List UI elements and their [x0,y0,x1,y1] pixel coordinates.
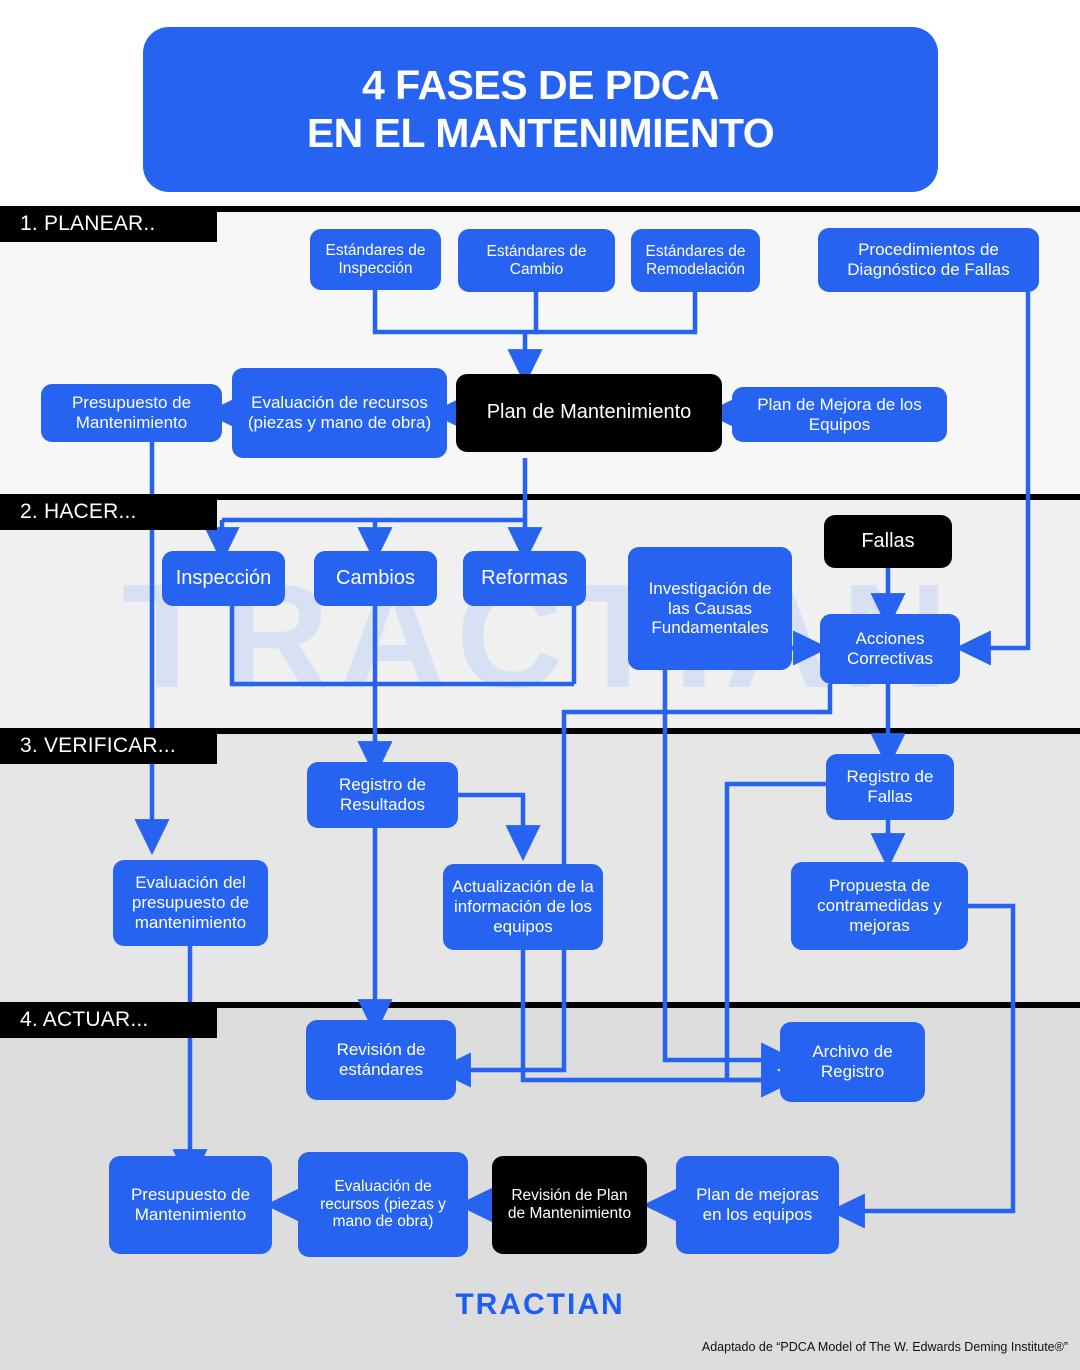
phase-tag-hacer: 2. HACER... [0,494,217,530]
node-cambios[interactable]: Cambios [314,551,437,606]
node-revision-plan-mantenimiento[interactable]: Revisión de Plan de Mantenimiento [492,1156,647,1254]
footer [0,1285,1080,1370]
title-banner: 4 FASES DE PDCA EN EL MANTENIMIENTO [143,27,938,192]
node-estandares-remodelacion[interactable]: Estándares de Remodelación [631,229,760,292]
node-revision-estandares[interactable]: Revisión de estándares [306,1020,456,1100]
node-estandares-inspeccion[interactable]: Estándares de Inspección [310,229,441,290]
node-archivo-registro[interactable]: Archivo de Registro [780,1022,925,1102]
node-plan-mejora-equipos[interactable]: Plan de Mejora de los Equipos [732,387,947,442]
phase-tag-planear: 1. PLANEAR.. [0,206,217,242]
node-investigacion-causas[interactable]: Investigación de las Causas Fundamentale… [628,547,792,670]
phase-divider-3 [0,728,1080,734]
node-actualizacion-informacion[interactable]: Actualización de la información de los e… [443,864,603,950]
node-procedimientos-diagnostico[interactable]: Procedimientos de Diagnóstico de Fallas [818,228,1039,292]
node-registro-resultados[interactable]: Registro de Resultados [307,762,458,828]
phase-divider-2 [0,494,1080,500]
phase-tag-actuar: 4. ACTUAR... [0,1002,217,1038]
tractian-logo: TRACTIAN [455,1288,625,1321]
node-evaluacion-presupuesto[interactable]: Evaluación del presupuesto de mantenimie… [113,860,268,946]
node-fallas[interactable]: Fallas [824,515,952,568]
phase-tag-verificar: 3. VERIFICAR... [0,728,217,764]
node-estandares-cambio[interactable]: Estándares de Cambio [458,229,615,292]
node-registro-fallas[interactable]: Registro de Fallas [826,754,954,820]
title-line-1: 4 FASES DE PDCA [361,61,720,108]
node-propuesta-contramedidas[interactable]: Propuesta de contramedidas y mejoras [791,862,968,950]
node-plan-mejoras-equipos-2[interactable]: Plan de mejoras en los equipos [676,1156,839,1254]
phase-divider-1 [0,206,1080,212]
title-line-2: EN EL MANTENIMIENTO [306,109,775,156]
node-presupuesto-mantenimiento[interactable]: Presupuesto de Mantenimiento [41,384,222,442]
node-inspeccion[interactable]: Inspección [162,551,285,606]
node-evaluacion-recursos[interactable]: Evaluación de recursos (piezas y mano de… [232,368,447,458]
node-reformas[interactable]: Reformas [463,551,586,606]
phase-divider-4 [0,1002,1080,1008]
attribution-text: Adaptado de “PDCA Model of The W. Edward… [701,1340,1068,1354]
node-presupuesto-mantenimiento-2[interactable]: Presupuesto de Mantenimiento [109,1156,272,1254]
node-evaluacion-recursos-2[interactable]: Evaluación de recursos (piezas y mano de… [298,1152,468,1257]
node-plan-mantenimiento[interactable]: Plan de Mantenimiento [456,374,722,452]
node-acciones-correctivas[interactable]: Acciones Correctivas [820,614,960,684]
